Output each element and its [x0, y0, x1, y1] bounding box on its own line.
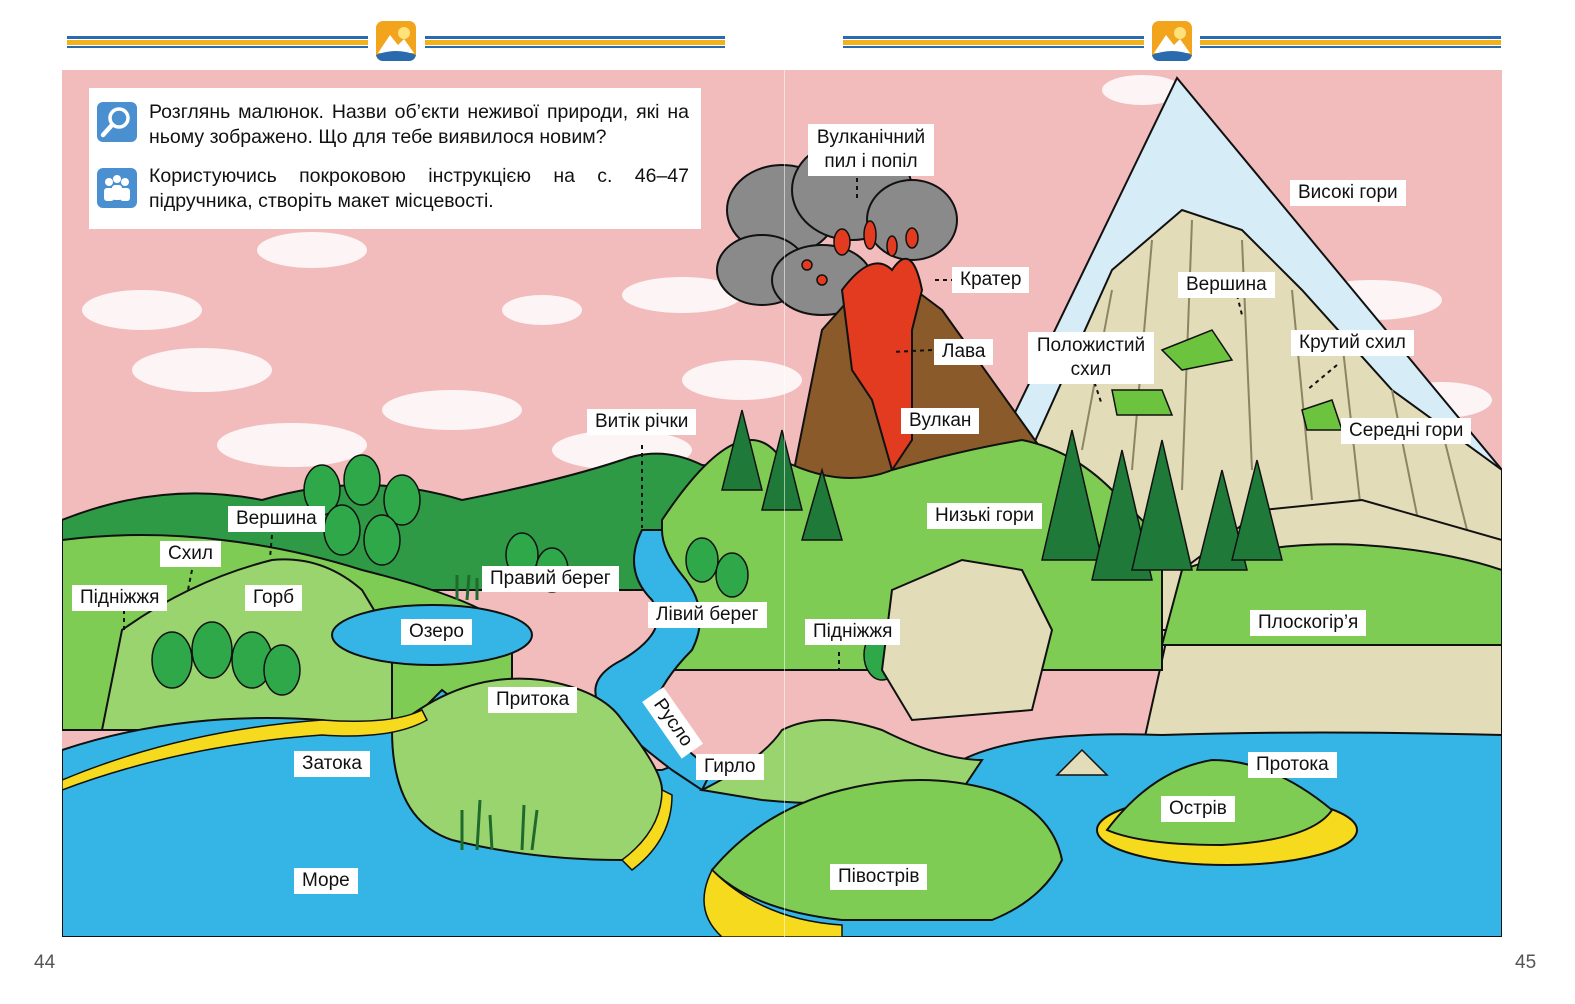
label-island: Острів — [1161, 796, 1235, 822]
reeds — [455, 574, 539, 851]
label-sea: Море — [294, 868, 358, 894]
page-number-right: 45 — [1515, 952, 1537, 973]
label-high-mountains: Високі гори — [1290, 180, 1406, 206]
label-plateau: Плоскогір’я — [1250, 610, 1367, 636]
label-steep-slope: Крутий схил — [1291, 330, 1414, 356]
label-bay: Затока — [294, 751, 370, 777]
label-summit-left: Вершина — [228, 506, 325, 532]
page-fold — [784, 70, 785, 937]
label-right-bank: Правий берег — [482, 566, 619, 592]
peninsula-sand — [703, 868, 843, 937]
header-rule-left-b — [425, 36, 725, 48]
label-tributary: Притока — [488, 687, 578, 713]
label-middle-mountains: Середні гори — [1341, 418, 1472, 444]
label-hill: Горб — [245, 585, 303, 611]
label-foot-left: Підніжжя — [72, 585, 168, 611]
label-estuary: Гирло — [696, 754, 764, 780]
header-rule-right-a — [843, 36, 1144, 48]
label-slope: Схил — [160, 541, 221, 567]
task-box: Розглянь малюнок. Назви об’єкти неживої … — [89, 88, 701, 229]
label-river-source: Витік річки — [587, 409, 697, 435]
label-summit-right: Вершина — [1178, 272, 1275, 298]
beach-bay — [620, 788, 673, 871]
label-volcano: Вулкан — [901, 408, 980, 434]
label-lake: Озеро — [401, 619, 472, 645]
header-rule-left-a — [67, 36, 368, 48]
lava-drops — [801, 220, 919, 286]
label-lava: Лава — [934, 339, 994, 365]
magnifier-icon — [97, 102, 137, 142]
task-text-1: Розглянь малюнок. Назви об’єкти неживої … — [149, 101, 689, 148]
mountain-logo-icon — [376, 21, 416, 61]
label-peninsula: Півострів — [830, 864, 928, 890]
beach-left — [62, 708, 428, 791]
page-number-left: 44 — [34, 952, 56, 973]
label-strait: Протока — [1248, 752, 1337, 778]
label-gentle-slope: Положистий схил — [1028, 332, 1154, 384]
cliff-rock — [880, 558, 1054, 722]
label-crater: Кратер — [952, 267, 1030, 293]
label-foot-right: Підніжжя — [805, 619, 901, 645]
label-volcanic-ash: Вулканічний пил і попіл — [808, 124, 934, 176]
sea-rock — [1055, 748, 1109, 776]
label-left-bank: Лівий берег — [648, 602, 767, 628]
label-pointers — [123, 178, 1338, 670]
group-icon — [97, 168, 137, 208]
mountain-logo-icon — [1152, 21, 1192, 61]
label-low-mountains: Низькі гори — [927, 503, 1043, 529]
mountain-ledges — [1111, 329, 1344, 431]
header-rule-right-b — [1200, 36, 1501, 48]
fir-trees — [721, 409, 1283, 581]
peninsula — [710, 779, 1064, 921]
task-text-2: Користуючись покроковою інструкцією на с… — [149, 165, 689, 212]
